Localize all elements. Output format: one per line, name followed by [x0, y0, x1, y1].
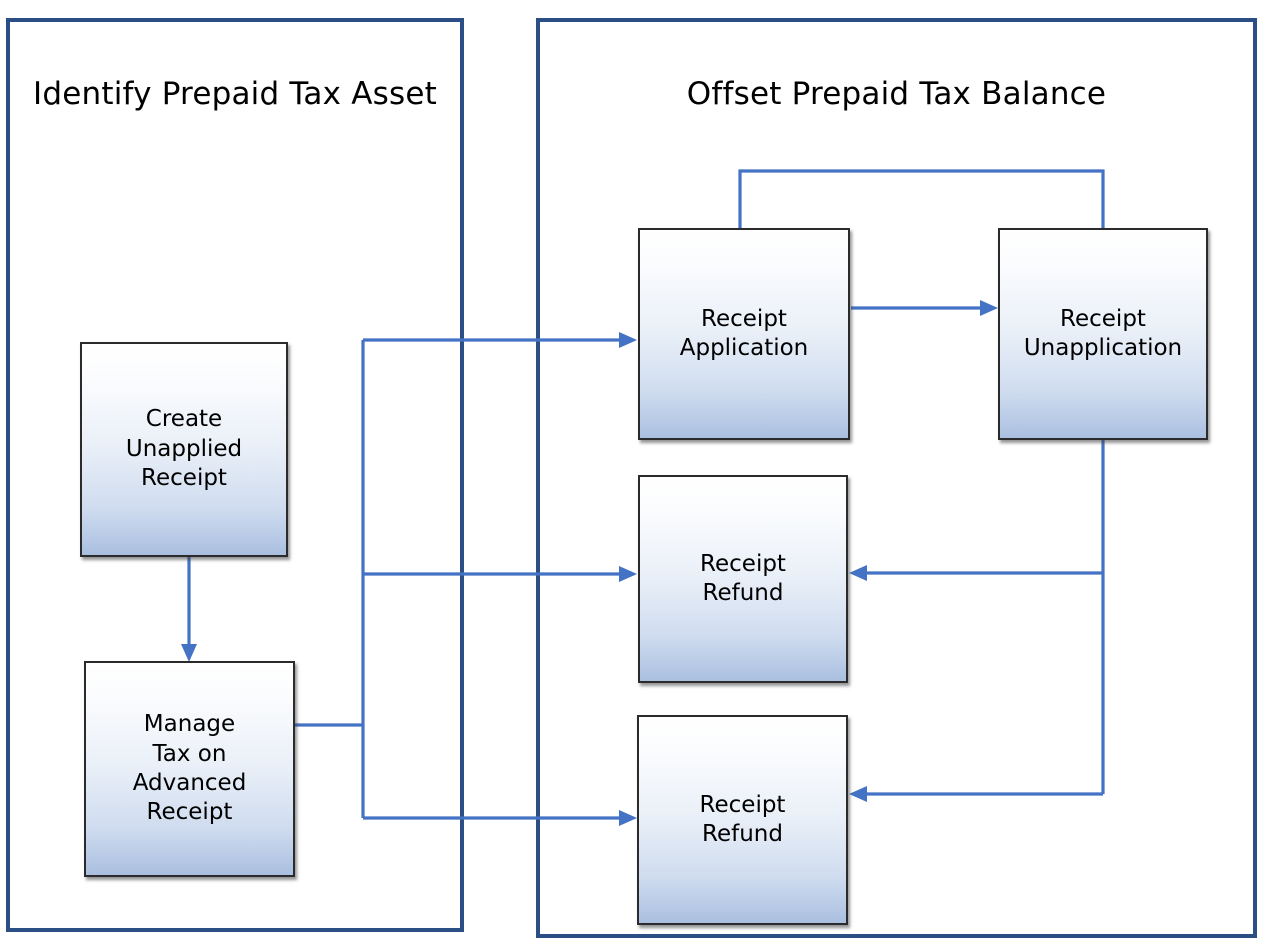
- node-create-unapplied-receipt[interactable]: Create Unapplied Receipt: [80, 342, 288, 557]
- node-label: Create Unapplied Receipt: [126, 405, 242, 493]
- node-label-line: Refund: [702, 580, 784, 606]
- node-label-line: Receipt: [1060, 305, 1146, 332]
- node-receipt-refund-lower[interactable]: Receipt Refund: [637, 715, 848, 925]
- node-receipt-application[interactable]: Receipt Application: [638, 228, 850, 440]
- node-label: Receipt Refund: [700, 550, 786, 609]
- panel-offset-prepaid-tax-balance: [536, 18, 1257, 938]
- node-label: Receipt Application: [680, 305, 809, 364]
- node-label-line: Receipt: [701, 305, 787, 332]
- node-label-line: Advanced: [132, 770, 247, 796]
- node-label-line: Receipt: [146, 799, 233, 826]
- node-manage-tax-on-advanced-receipt[interactable]: Manage Tax on Advanced Receipt: [84, 661, 295, 877]
- node-receipt-unapplication[interactable]: Receipt Unapplication: [998, 228, 1208, 440]
- node-label-line: Application: [679, 335, 809, 361]
- panel-title-offset-prepaid-tax-balance: Offset Prepaid Tax Balance: [686, 76, 1107, 112]
- node-label-line: Unapplied: [125, 435, 243, 462]
- node-label: Receipt Unapplication: [1024, 305, 1182, 364]
- node-label-line: Manage: [143, 711, 236, 738]
- node-label: Receipt Refund: [700, 791, 786, 850]
- node-receipt-refund-upper[interactable]: Receipt Refund: [638, 475, 848, 683]
- node-label-line: Receipt: [699, 791, 786, 818]
- node-label-line: Receipt: [700, 550, 786, 577]
- node-label: Manage Tax on Advanced Receipt: [133, 710, 247, 828]
- node-label-line: Create: [145, 406, 223, 433]
- node-label-line: Refund: [702, 821, 783, 847]
- node-label-line: Unapplication: [1023, 335, 1183, 361]
- node-label-line: Tax on: [152, 740, 227, 767]
- panel-identify-prepaid-tax-asset: [6, 18, 464, 932]
- node-label-line: Receipt: [141, 465, 227, 492]
- panel-title-identify-prepaid-tax-asset: Identify Prepaid Tax Asset: [33, 76, 437, 112]
